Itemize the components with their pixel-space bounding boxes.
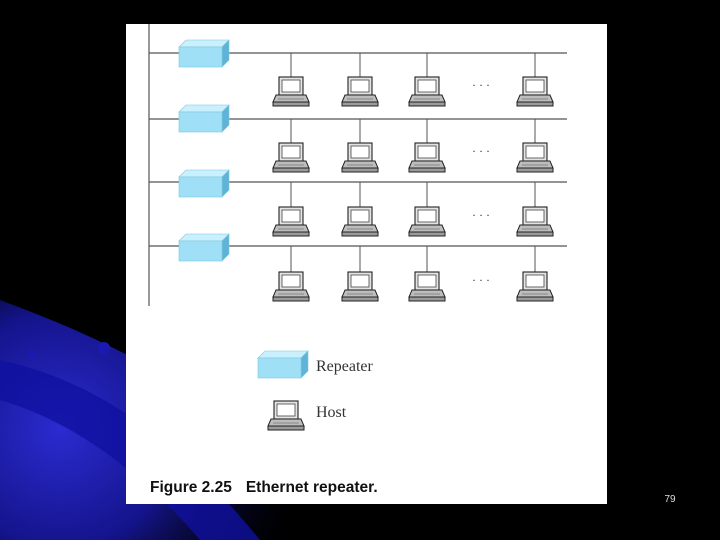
repeater-icon [178, 104, 230, 133]
legend-repeater-label: Repeater [316, 358, 373, 375]
more-hosts-ellipsis: · · · [472, 273, 490, 287]
figure-title: Ethernet repeater. [245, 479, 378, 496]
repeater-icon [178, 233, 230, 262]
host-computer-icon [516, 271, 554, 302]
host-computer-icon [341, 271, 379, 302]
legend-repeater-icon [257, 350, 309, 379]
host-computer-icon [408, 206, 446, 237]
host-computer-icon [341, 76, 379, 107]
more-hosts-ellipsis: · · · [472, 208, 490, 222]
host-computer-icon [272, 271, 310, 302]
more-hosts-ellipsis: · · · [472, 78, 490, 92]
figure-number: Figure 2.25 [150, 479, 232, 496]
host-computer-icon [341, 206, 379, 237]
host-computer-icon [341, 142, 379, 173]
host-computer-icon [272, 76, 310, 107]
host-computer-icon [408, 76, 446, 107]
host-computer-icon [272, 142, 310, 173]
host-computer-icon [272, 206, 310, 237]
repeater-icon [178, 169, 230, 198]
repeater-icon [178, 39, 230, 68]
host-computer-icon [516, 142, 554, 173]
host-computer-icon [516, 206, 554, 237]
host-computer-icon [516, 76, 554, 107]
host-computer-icon [408, 271, 446, 302]
slide-number: 79 [664, 494, 676, 505]
background-dot [28, 350, 36, 358]
legend-host-icon [267, 400, 305, 431]
legend-host-label: Host [316, 404, 347, 421]
host-computer-icon [408, 142, 446, 173]
ethernet-repeater-diagram: · · · · · · · · · · · · [148, 24, 567, 431]
figure-caption: Figure 2.25 Ethernet repeater. [150, 479, 378, 497]
background-dot [98, 342, 110, 354]
more-hosts-ellipsis: · · · [472, 144, 490, 158]
figure-panel: · · · · · · · · · · · · Repeater Host Figur… [126, 24, 607, 504]
